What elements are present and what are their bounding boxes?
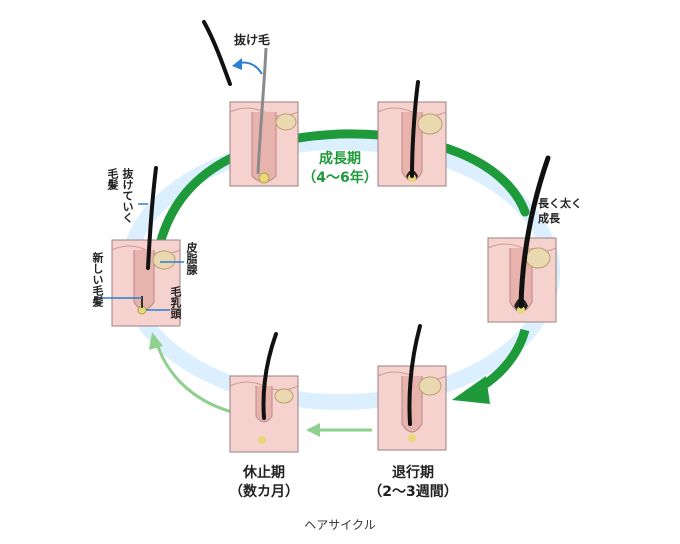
phase-anagen-period: （4〜6年） [302,169,378,186]
phase-catagen: 退行期 （2〜3週間） [358,464,468,502]
telogen-to-anagen-arrowhead [149,332,163,350]
phase-telogen: 休止期 （数カ月） [212,464,316,502]
label-pulled-hair: 抜け毛 [234,33,271,47]
falling-hair-strand [202,20,232,86]
label-long-thick: 長く太く [538,197,582,210]
label-hair: 毛髪 [106,168,119,190]
hair-strand-falling [146,166,158,270]
hair-strand-anagen-early [410,80,420,178]
phase-telogen-period: （数カ月） [229,483,299,500]
label-new-hair: 新しい毛髪 [91,252,104,307]
hair-strand-telogen [261,332,278,420]
phase-anagen: 成長期 （4〜6年） [290,150,390,188]
label-growth: 成長 [538,212,560,225]
pulled-hair-arrowhead [232,58,242,70]
label-sebaceous-gland: 皮脂腺 [185,242,198,275]
phase-anagen-name: 成長期 [319,151,361,167]
follicle-box-pulled [229,101,299,187]
label-falling-out: 抜けていく [121,168,134,223]
label-dermal-papilla: 毛乳頭 [169,286,182,319]
telogen-to-anagen-arrow [154,339,233,414]
hair-strand-catagen [407,324,422,426]
hair-strand-anagen-full [518,155,551,309]
phase-catagen-period: （2〜3週間） [368,483,458,500]
growth-arrow-top [155,129,530,249]
growth-arrowhead [452,376,490,404]
catagen-to-telogen-arrowhead [306,423,320,437]
pulled-hair-strand [256,47,268,175]
phase-catagen-name: 退行期 [392,465,434,481]
figure-caption: ヘアサイクル [304,518,376,532]
follicle-box-new-hair [111,239,181,327]
phase-telogen-name: 休止期 [243,465,285,481]
